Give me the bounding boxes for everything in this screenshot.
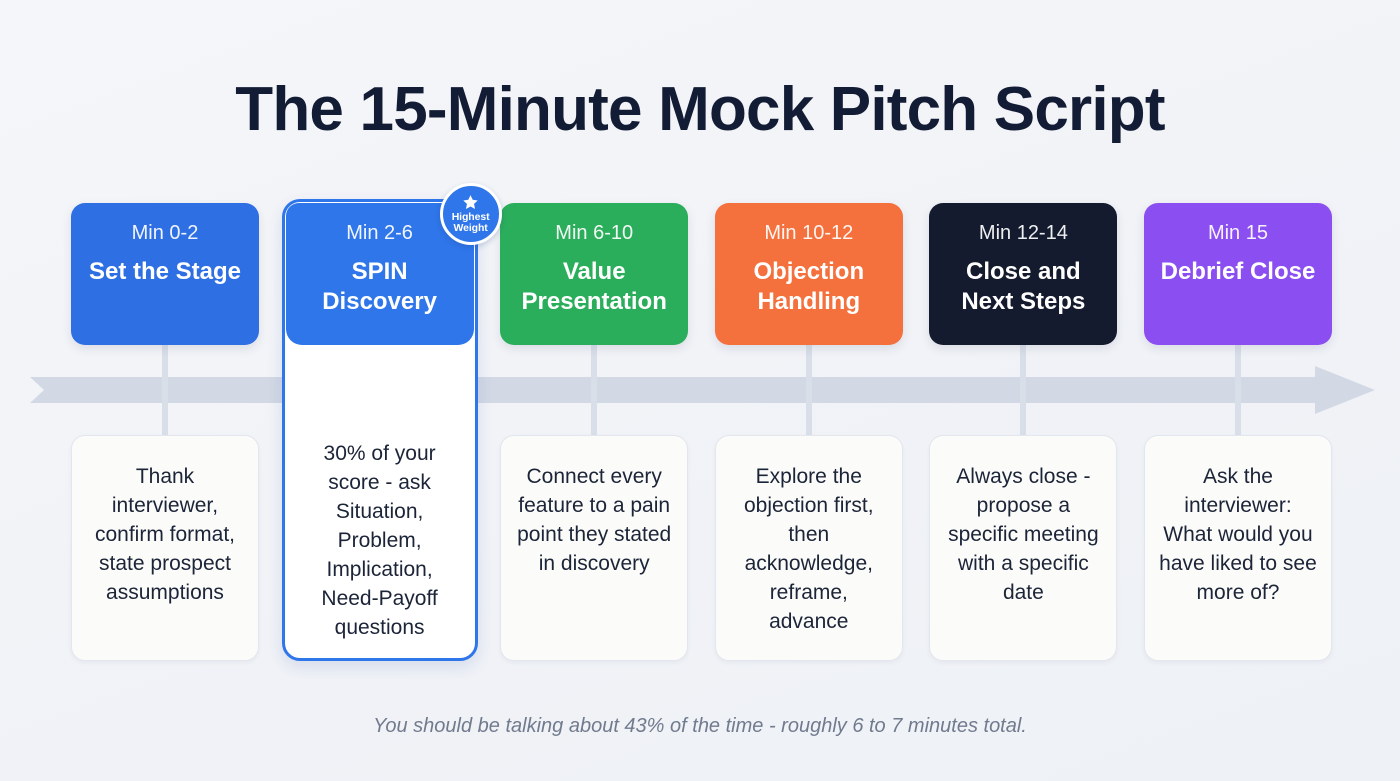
phase-name-label: Close and Next Steps — [961, 258, 1086, 315]
phase-detail-card: Ask the interviewer: What would you have… — [1143, 435, 1332, 661]
phase-detail-card: Explore the objection first, then acknow… — [714, 435, 903, 661]
phase-columns: Min 0-2 Set the Stage Thank interviewer,… — [71, 183, 1332, 663]
phase-name-label: Debrief Close — [1160, 258, 1316, 285]
phase-column: Min 0-2 Set the Stage Thank interviewer,… — [71, 203, 259, 663]
phase-name-label: Value Presentation — [521, 258, 667, 315]
phase-card[interactable]: Min 6-10 Value Presentation — [500, 203, 689, 345]
badge-line-1: Highest — [451, 210, 490, 223]
footer-note: You should be talking about 43% of the t… — [373, 715, 1027, 737]
phase-time-label: Min 12-14 — [978, 222, 1068, 244]
phase-detail-card: Connect every feature to a pain point th… — [500, 435, 689, 661]
phase-detail-card: Always close - propose a specific meetin… — [929, 435, 1118, 661]
badge-line-2: Weight — [453, 222, 488, 234]
column-connector — [1020, 341, 1027, 441]
phase-card[interactable]: Min 10-12 Objection Handling — [714, 203, 903, 345]
phase-time-label: Min 0-2 — [131, 222, 199, 244]
phase-name-label: SPIN Discovery — [322, 258, 437, 315]
phase-name-label: Objection Handling — [753, 258, 865, 315]
phase-card[interactable]: Min 15 Debrief Close — [1143, 203, 1332, 345]
phase-card[interactable]: Min 0-2 Set the Stage — [71, 203, 259, 345]
phase-time-label: Min 6-10 — [555, 222, 634, 244]
column-connector — [1234, 341, 1241, 441]
phase-detail-card: Thank interviewer, confirm format, state… — [71, 435, 259, 661]
column-connector — [162, 341, 168, 441]
phase-column: Min 10-12 Objection Handling Explore the… — [714, 203, 903, 663]
phase-column: Min 6-10 Value Presentation Connect ever… — [500, 203, 689, 663]
phase-time-label: Min 15 — [1207, 222, 1268, 244]
column-connector — [805, 341, 812, 441]
star-icon — [462, 194, 479, 211]
phase-column-highlighted: Min 2-6 SPIN Discovery Highest Weight 30… — [281, 183, 502, 663]
phase-time-label: Min 2-6 — [346, 222, 413, 244]
phase-detail-card: 30% of your score - ask Situation, Probl… — [321, 442, 438, 639]
phase-time-label: Min 10-12 — [764, 222, 854, 244]
phase-card[interactable]: Min 12-14 Close and Next Steps — [929, 203, 1118, 345]
phase-name-label: Set the Stage — [88, 258, 242, 285]
phase-column: Min 12-14 Close and Next Steps Always cl… — [929, 203, 1118, 663]
column-connector — [591, 341, 598, 441]
highest-weight-badge: Highest Weight — [439, 183, 502, 245]
phase-card[interactable]: Min 2-6 SPIN Discovery — [285, 203, 474, 345]
phase-column: Min 15 Debrief Close Ask the interviewer… — [1143, 203, 1332, 663]
page-title: The 15-Minute Mock Pitch Script — [235, 75, 1165, 144]
